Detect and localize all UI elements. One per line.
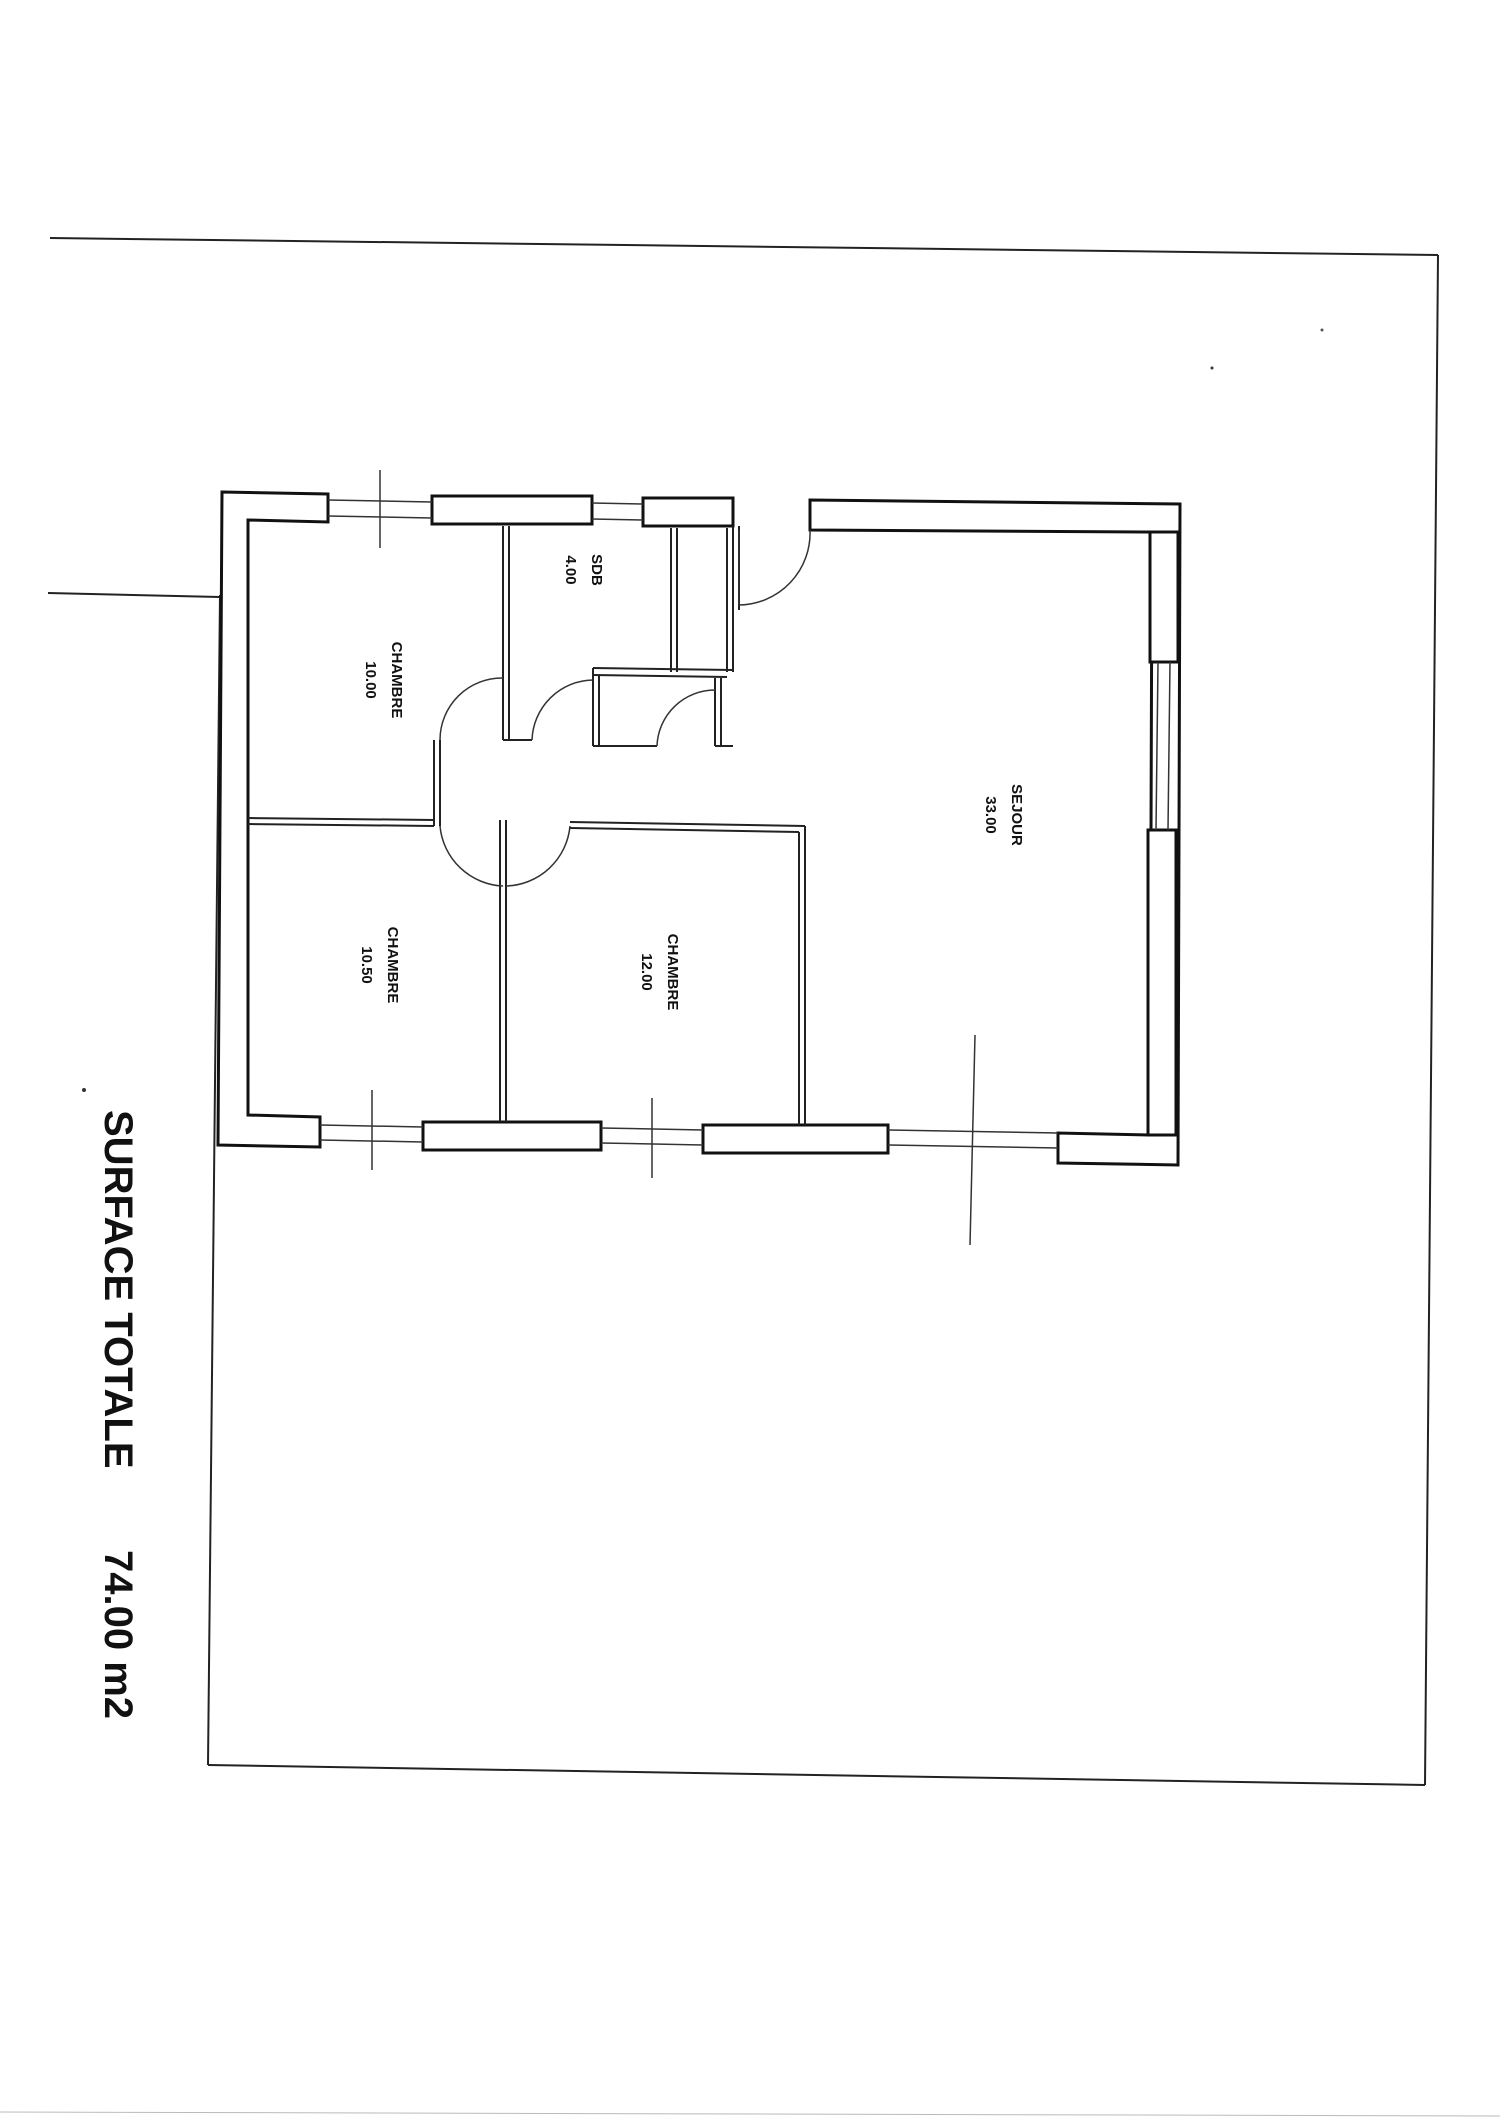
- total-surface-label: SURFACE TOTALE: [96, 1110, 140, 1469]
- room-name: CHAMBRE: [388, 642, 405, 719]
- room-name: CHAMBRE: [664, 934, 681, 1011]
- scan-speck: [1320, 328, 1324, 332]
- room-label-sejour: SEJOUR 33.00: [982, 784, 1025, 846]
- site-boundary: [47, 237, 1439, 1786]
- total-surface-value: 74.00 m2: [96, 1550, 140, 1719]
- room-area: 10.00: [362, 661, 379, 699]
- exterior-walls: [216, 490, 1182, 1167]
- interior-walls: [247, 526, 806, 1125]
- room-area: 12.00: [638, 953, 655, 991]
- room-area: 4.00: [562, 555, 579, 584]
- room-label-chambre-3: CHAMBRE 12.00: [638, 934, 681, 1011]
- room-name: SEJOUR: [1008, 784, 1025, 846]
- room-name: CHAMBRE: [384, 927, 401, 1004]
- room-label-chambre-2: CHAMBRE 10.50: [358, 927, 401, 1004]
- room-label-chambre-1: CHAMBRE 10.00: [362, 642, 405, 719]
- room-name: SDB: [588, 554, 605, 586]
- scan-speck: [1210, 366, 1214, 370]
- scan-speck: [82, 1088, 86, 1092]
- scan-edge: [0, 2111, 1500, 2117]
- room-area: 33.00: [982, 796, 999, 834]
- room-area: 10.50: [358, 946, 375, 984]
- door-swings: [439, 529, 811, 887]
- window-gaps: [319, 470, 1171, 1246]
- room-label-sdb: SDB 4.00: [562, 554, 605, 586]
- total-surface: SURFACE TOTALE 74.00 m2: [96, 1110, 140, 1719]
